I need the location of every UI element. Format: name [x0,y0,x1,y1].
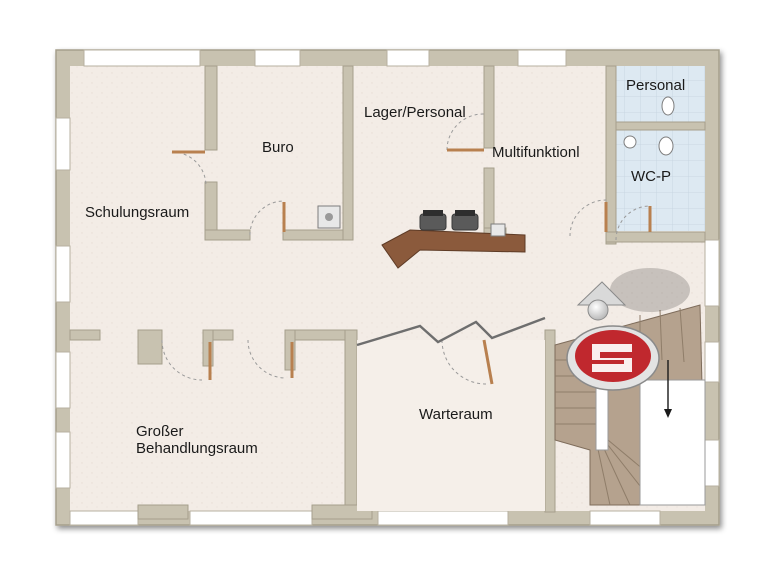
sink-icon [623,135,637,149]
label-grosser: Großer [136,423,184,440]
reception-counter [381,210,526,269]
toilet-icon [661,96,675,116]
sink-icon [490,223,506,237]
label-behandlungsraum: Behandlungsraum [136,440,258,457]
sparkasse-logo-icon [566,268,690,391]
label-wc-p: WC-P [631,168,671,185]
interior-walls [69,65,706,520]
label-multifunktionl: Multifunktionl [492,144,580,161]
label-warteraum: Warteraum [419,406,493,423]
windows [55,49,720,526]
label-schulungsraum: Schulungsraum [85,204,189,221]
label-lager-personal: Lager/Personal [364,104,466,121]
label-buro: Buro [262,139,294,156]
warteraum-floor [357,340,545,511]
label-personal: Personal [626,77,685,94]
folding-partition [356,316,546,347]
toilet-icon [658,136,674,156]
